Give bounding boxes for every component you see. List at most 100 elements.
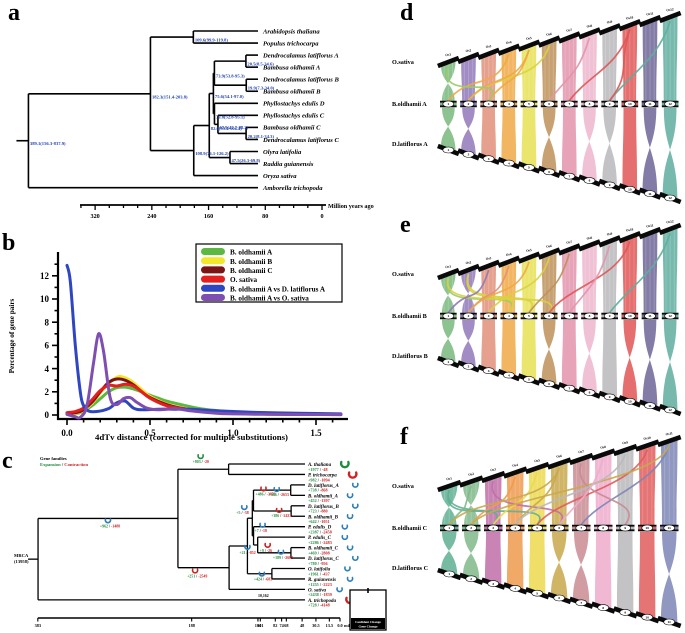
svg-text:+9 / -26: +9 / -26 [260, 549, 272, 553]
synteny-ribbon [642, 17, 658, 102]
svg-text:11: 11 [668, 620, 672, 624]
svg-text:1: 1 [447, 360, 449, 364]
svg-text:19.9(7.3-34.0): 19.9(7.3-34.0) [248, 86, 275, 91]
synteny-ribbon [595, 531, 612, 611]
synteny-ribbon [461, 266, 476, 314]
synteny-ribbon [642, 107, 658, 197]
svg-text:Os10: Os10 [626, 15, 634, 20]
synteny-ribbon [485, 531, 502, 587]
synteny-link [514, 453, 627, 526]
svg-text:R. guianensis: R. guianensis [308, 578, 336, 583]
svg-text:Gene Change: Gene Change [359, 625, 378, 629]
svg-text:5: 5 [528, 314, 530, 318]
svg-text:8: 8 [45, 317, 50, 327]
svg-text:2: 2 [470, 577, 472, 581]
gene-family-arc-icon [258, 571, 266, 577]
chromosome-bar-top [638, 226, 662, 240]
chromosome-bar-top [658, 222, 682, 236]
panel-a-phylogenetic-tree: 389.1(156.3-837.9)182.3(151.4-203.8)109.… [16, 28, 374, 220]
svg-text:8: 8 [589, 391, 591, 395]
synteny-ribbon [481, 50, 496, 102]
svg-text:8: 8 [589, 179, 591, 183]
svg-text:6: 6 [548, 382, 550, 386]
synteny-ribbon [662, 319, 678, 413]
svg-text:3: 3 [492, 526, 494, 530]
svg-text:9: 9 [609, 102, 611, 106]
svg-text:+642 / -1051: +642 / -1051 [308, 519, 330, 524]
svg-text:Os8: Os8 [586, 236, 593, 241]
chromosome-bar-top [558, 243, 581, 256]
svg-text:20.2(8.1-34.3): 20.2(8.1-34.3) [248, 134, 275, 139]
synteny-ribbon [582, 242, 597, 314]
gene-family-arc-icon [344, 566, 351, 572]
svg-text:B. oldhamii A: B. oldhamii A [230, 249, 273, 257]
panel-f-synteny-plot: Os111Os222Os333Os444Os555Os666Os777Os888… [392, 431, 682, 629]
svg-text:P. edulis_C: P. edulis_C [308, 536, 332, 541]
svg-text:+7 / -18: +7 / -18 [255, 529, 267, 533]
svg-text:109.6(99.9-119.8): 109.6(99.9-119.8) [195, 38, 229, 43]
y-axis-label: Percentage of gene pairs [8, 298, 16, 373]
svg-text:+982 / -1094: +982 / -1094 [308, 477, 331, 482]
svg-text:D.latiflorus A: D.latiflorus A [392, 141, 428, 148]
svg-text:8: 8 [602, 606, 604, 610]
node-annotations: +962 / -1488+803 / -20+251 / -2549+21 / … [100, 454, 293, 582]
svg-text:+962 / -1488: +962 / -1488 [100, 524, 120, 528]
svg-text:Phyllostachys edulis C: Phyllostachys edulis C [263, 113, 325, 120]
svg-text:A. thaliana: A. thaliana [307, 463, 332, 468]
synteny-ribbon [661, 437, 678, 526]
synteny-ribbon [481, 262, 496, 314]
chromosome-bars: Os111Os222Os333Os444Os555Os666Os777Os888… [437, 219, 682, 417]
synteny-link [448, 485, 473, 526]
svg-text:1: 1 [447, 148, 449, 152]
svg-text:4: 4 [508, 314, 510, 318]
svg-text:Os5: Os5 [526, 248, 533, 253]
chromosome-bar-top [569, 452, 594, 466]
svg-text:Confident Change: Confident Change [355, 620, 381, 624]
svg-text:80: 80 [262, 213, 268, 220]
svg-text:4: 4 [508, 102, 510, 106]
gene-family-arc-icon [191, 568, 199, 574]
chromosome-bar-top [658, 10, 682, 24]
svg-text:12: 12 [668, 314, 672, 318]
panel-d-letter: d [400, 0, 414, 26]
gene-family-arc-icon [197, 454, 204, 460]
svg-text:+251 / -2549: +251 / -2549 [187, 575, 207, 579]
svg-text:B. oldhamii_B: B. oldhamii_B [307, 515, 339, 520]
synteny-link [568, 245, 611, 314]
svg-text:4: 4 [508, 373, 510, 377]
gene-family-arc-icon [273, 486, 281, 493]
synteny-ribbon [501, 319, 517, 379]
svg-text:6: 6 [548, 102, 550, 106]
svg-text:Arabidopsis thaliana: Arabidopsis thaliana [262, 28, 320, 35]
legend-swatch [201, 257, 225, 265]
svg-text:Os6: Os6 [546, 244, 553, 249]
svg-text:48: 48 [300, 623, 304, 628]
svg-text:B. oldhamii_C: B. oldhamii_C [307, 547, 339, 552]
chromosome-bar-top [635, 439, 660, 452]
svg-text:Os1: Os1 [445, 52, 452, 57]
cross-synteny-links [446, 232, 671, 314]
synteny-ribbon [521, 319, 537, 383]
svg-text:Os2: Os2 [468, 472, 475, 477]
gene-family-arc-icon [336, 587, 343, 593]
gene-family-arc-icon [341, 534, 349, 541]
svg-text:Os4: Os4 [512, 463, 519, 468]
chromosome-bar-top [457, 263, 480, 277]
chromosome-bar-top [591, 448, 616, 461]
gene-count-annotation: 10,162 [258, 594, 269, 598]
synteny-ribbon [507, 531, 524, 592]
chromosome-bar-top [497, 43, 521, 56]
svg-text:D. latiflorus_C: D. latiflorus_C [307, 557, 340, 562]
synteny-ribbon [642, 229, 658, 314]
synteny-link [467, 261, 530, 314]
chromosome-bar-top [558, 31, 581, 44]
svg-text:Os6: Os6 [546, 32, 553, 37]
svg-text:108.9(76.1-126.2): 108.9(76.1-126.2) [195, 151, 229, 156]
svg-text:O.sativa: O.sativa [392, 483, 414, 490]
svg-text:Os8: Os8 [600, 445, 607, 450]
svg-text:B. oldhamii_A: B. oldhamii_A [307, 494, 339, 499]
chart-series [65, 263, 343, 420]
svg-text:68: 68 [284, 623, 288, 628]
gene-family-arc-icon [244, 544, 251, 550]
